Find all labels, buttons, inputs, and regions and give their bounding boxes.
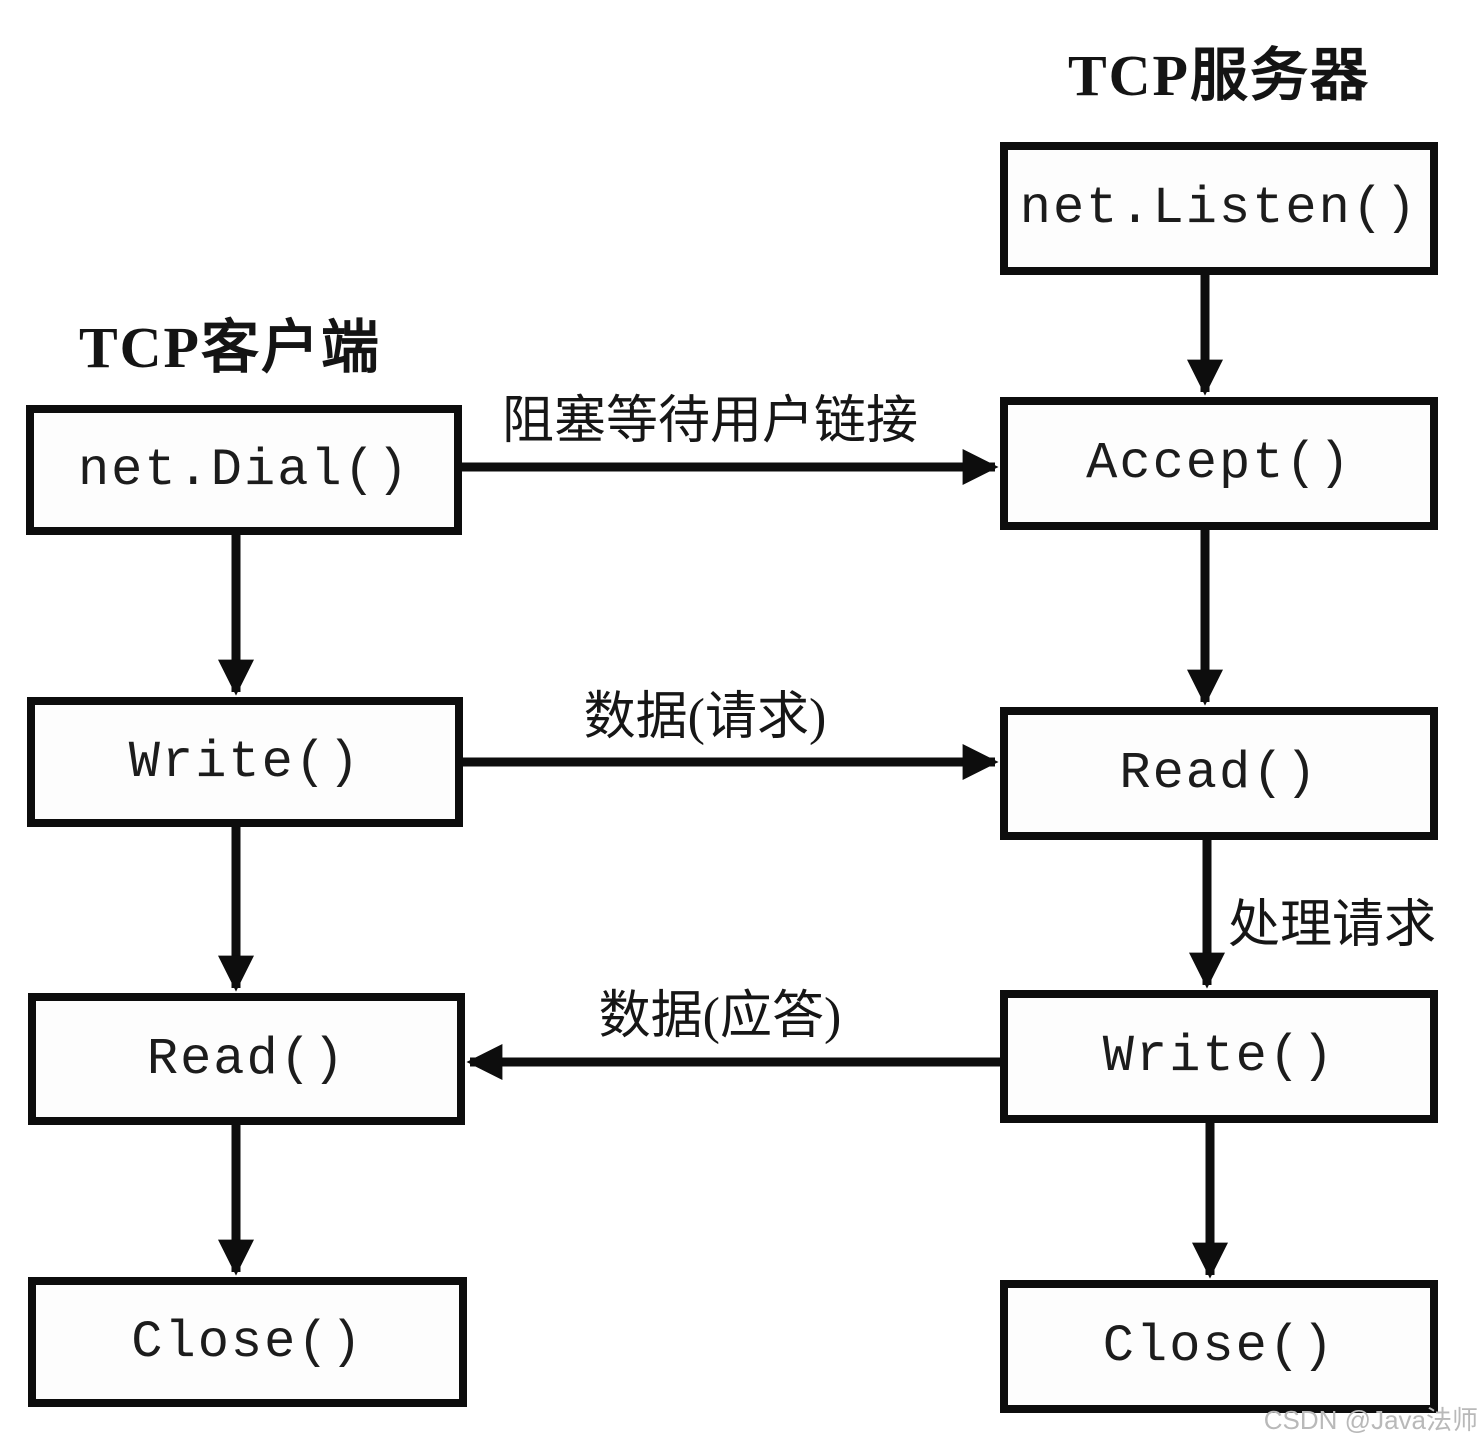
client-box-read-label: Read() bbox=[146, 1029, 347, 1089]
client-box-close-label: Close() bbox=[131, 1312, 364, 1372]
server-box-read: Read() bbox=[1000, 707, 1438, 840]
client-box-net-dial-label: net.Dial() bbox=[77, 440, 411, 500]
server-box-close: Close() bbox=[1000, 1280, 1438, 1413]
server-box-accept-label: Accept() bbox=[1086, 434, 1352, 493]
client-box-write: Write() bbox=[27, 697, 463, 827]
edge-label-data-response: 数据(应答) bbox=[598, 988, 842, 1045]
server-box-close-label: Close() bbox=[1102, 1317, 1336, 1376]
server-box-read-label: Read() bbox=[1119, 744, 1319, 803]
csdn-watermark: CSDN @Java法师 bbox=[1263, 1405, 1478, 1435]
server-box-net-listen: net.Listen() bbox=[1000, 142, 1438, 275]
server-box-write: Write() bbox=[1000, 990, 1438, 1123]
server-box-net-listen-label: net.Listen() bbox=[1019, 179, 1419, 238]
client-box-read: Read() bbox=[28, 993, 465, 1125]
edge-label-block-wait: 阻塞等待用户链接 bbox=[501, 393, 918, 450]
server-box-accept: Accept() bbox=[1000, 397, 1438, 530]
edge-label-process-request: 处理请求 bbox=[1228, 897, 1437, 954]
client-column-title: TCP客户端 bbox=[78, 315, 381, 380]
server-column-title: TCP服务器 bbox=[1067, 43, 1370, 108]
server-box-write-label: Write() bbox=[1102, 1027, 1336, 1086]
client-box-close: Close() bbox=[28, 1277, 467, 1407]
client-box-write-label: Write() bbox=[128, 732, 362, 792]
edge-label-data-request: 数据(请求) bbox=[583, 689, 827, 746]
client-box-net-dial: net.Dial() bbox=[26, 405, 462, 535]
